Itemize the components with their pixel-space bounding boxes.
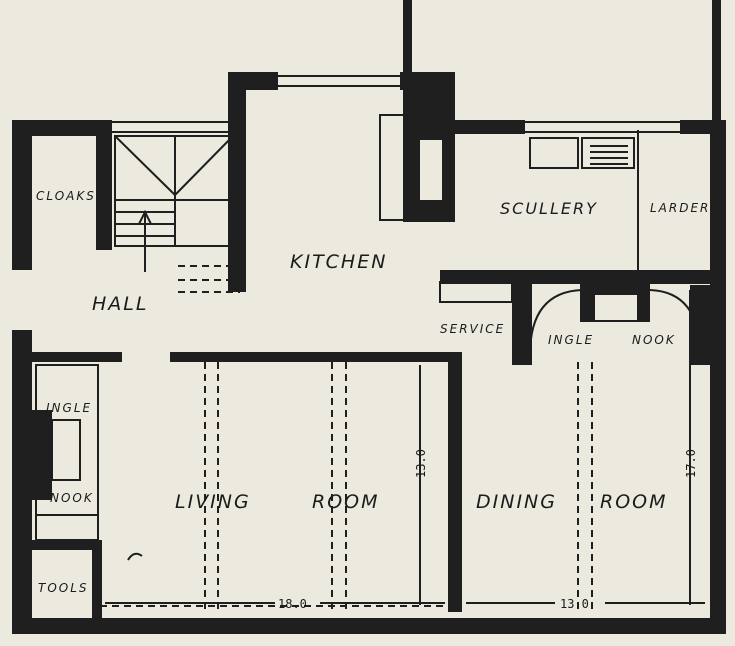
ceiling-beams	[100, 362, 593, 612]
label-service: SERVICE	[440, 322, 505, 336]
label-scullery: SCULLERY	[500, 199, 598, 218]
door-swing	[127, 552, 143, 561]
wall-living-top	[170, 352, 460, 362]
label-kitchen: KITCHEN	[290, 251, 387, 273]
label-tools: TOOLS	[38, 581, 89, 595]
dimension-lines	[105, 290, 705, 605]
wall-right	[710, 120, 726, 630]
scullery-fittings	[379, 114, 639, 303]
chimney-flue	[420, 140, 442, 200]
label-larder: LARDER	[650, 201, 710, 215]
wall-tools-top	[22, 540, 102, 550]
dim-living-depth: 13.0	[414, 449, 428, 478]
wall-top-left	[12, 120, 112, 136]
wall-hall-lower	[12, 352, 122, 362]
wall-scullery-top	[455, 120, 525, 134]
wall-tools-right	[92, 540, 102, 630]
wall-top-pipe	[403, 0, 412, 80]
label-dining-room: ROOM	[600, 491, 668, 513]
wall-scullery-bottom	[440, 270, 720, 284]
wall-left	[12, 120, 32, 270]
living-ingle-fittings	[35, 364, 99, 541]
wall-kitchen-left	[228, 72, 246, 292]
wall-ingle-right	[690, 285, 720, 365]
walls	[12, 0, 726, 634]
label-nook-living: NOOK	[50, 491, 94, 505]
staircase	[114, 135, 240, 293]
label-hall: HALL	[92, 293, 148, 315]
dim-living-width: 18.0	[278, 597, 307, 611]
label-ingle-living: INGLE	[46, 401, 92, 415]
wall-kitchen-top	[228, 72, 278, 90]
dim-dining-depth: 17.0	[684, 449, 698, 478]
label-nook-dining: NOOK	[632, 333, 676, 347]
dim-dining-width: 13.0	[560, 597, 589, 611]
ingle-nook-arch	[529, 289, 701, 356]
label-living: LIVING	[175, 491, 251, 513]
label-dining: DINING	[476, 491, 557, 513]
label-living-room: ROOM	[312, 491, 380, 513]
wall-ingle-left	[512, 280, 532, 365]
label-ingle-dining: INGLE	[548, 333, 594, 347]
wall-cloaks-right	[96, 120, 112, 250]
wall-bottom	[12, 618, 726, 634]
wall-living-dining	[448, 352, 462, 612]
wall-right-pipe	[712, 0, 721, 130]
ingle-fireplace-opening	[595, 295, 637, 320]
windows	[15, 75, 725, 631]
label-cloaks: CLOAKS	[36, 189, 96, 203]
